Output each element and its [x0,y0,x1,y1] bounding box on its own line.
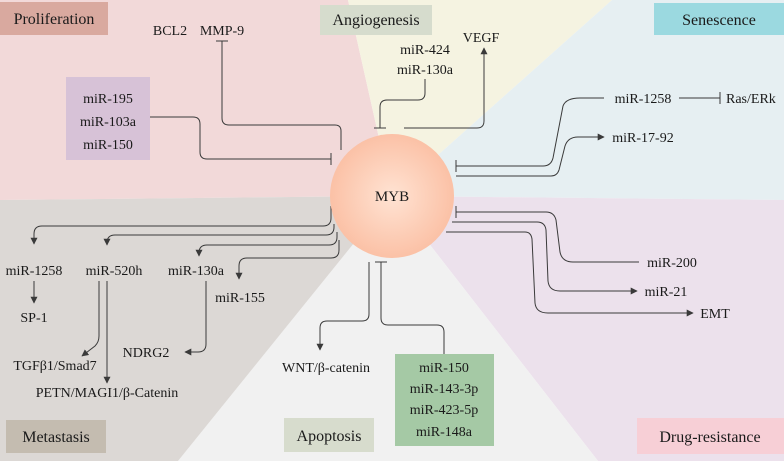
apop-mirna-4: miR-148a [416,425,473,440]
link-mir130a-ndrg2 [184,281,207,356]
drug-resistance-label: Drug-resistance [659,429,760,446]
link-mir200-myb [456,211,639,263]
node-bcl2: BCL2 [153,24,187,39]
node-ras-erk: Ras/ERk [726,92,776,107]
node-mir130a-angio: miR-130a [397,63,454,78]
node-mir21: miR-21 [645,285,688,300]
apop-mirna-3: miR-423-5p [410,403,478,418]
node-mir520h: miR-520h [86,264,143,279]
link-mir1258-myb [456,97,604,167]
drug-resistance-tag [637,418,784,454]
link-mmp9-myb [221,41,342,150]
node-vegf: VEGF [463,31,500,46]
apoptosis-label: Apoptosis [297,428,362,445]
connectors [30,40,721,384]
node-mir155: miR-155 [215,291,265,306]
drug-resistance-sector [392,196,784,461]
node-wnt-beta-catenin: WNT/β-catenin [282,361,370,376]
proliferation-mirna-box [66,77,150,160]
proliferation-tag [0,2,108,35]
node-ndrg2: NDRG2 [123,346,170,361]
apop-mirna-2: miR-143-3p [410,382,478,397]
node-tgf-beta1-smad7: TGFβ1/Smad7 [13,359,96,374]
link-myb-vegf [404,47,488,129]
angiogenesis-tag [320,5,432,35]
link-myb-mir1792 [456,133,605,177]
metastasis-label: Metastasis [22,429,90,446]
metastasis-sector [0,196,392,461]
node-sp1: SP-1 [20,311,47,326]
link-myb-mir21 [452,221,638,295]
link-mir520h-tgf [81,281,100,357]
link-myb-mir130a-met [195,232,338,257]
senescence-sector [392,0,784,200]
prolif-mirna-1: miR-195 [83,92,133,107]
angiogenesis-label: Angiogenesis [332,12,419,29]
link-myb-mir520h [103,224,335,246]
link-apop-box-myb [380,262,445,354]
senescence-tag [654,3,784,35]
metastasis-tag [6,420,106,453]
node-mir1258-metastasis: miR-1258 [6,264,63,279]
node-mir424: miR-424 [400,43,450,58]
prolif-mirna-3: miR-150 [83,138,133,153]
node-mir200: miR-200 [647,256,697,271]
link-prolif-box-myb [150,116,331,160]
senescence-label: Senescence [682,12,756,29]
myb-hub-label: MYB [375,189,409,205]
link-myb-mir1258-met [30,206,332,245]
node-mir1792: miR-17-92 [612,131,673,146]
node-mir1258-senescence: miR-1258 [615,92,672,107]
link-myb-wnt [316,262,370,351]
apoptosis-mirna-box [395,354,494,446]
node-mmp9: MMP-9 [200,24,244,39]
node-mir130a-metastasis: miR-130a [168,264,225,279]
link-mir424-myb [379,79,426,128]
node-emt: EMT [700,307,730,322]
prolif-mirna-2: miR-103a [80,115,137,130]
link-myb-mir155 [235,240,340,280]
proliferation-label: Proliferation [14,11,95,28]
node-petn-magi1: PETN/MAGI1/β-Catenin [36,386,178,401]
link-myb-emt [446,231,694,317]
apop-mirna-1: miR-150 [419,361,469,376]
myb-hub-circle [330,134,454,258]
apoptosis-tag [284,418,374,452]
